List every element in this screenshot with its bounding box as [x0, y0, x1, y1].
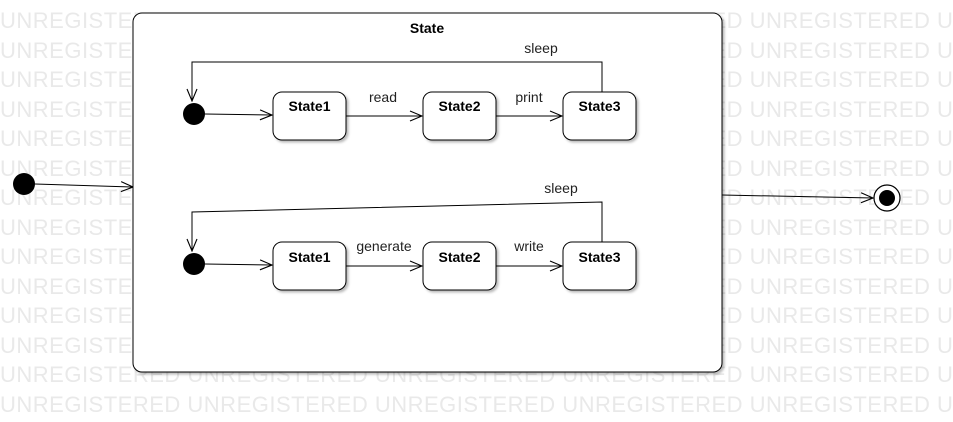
bottom-state1-label: State1 [288, 249, 330, 265]
transition-to-state[interactable] [34, 184, 133, 187]
bottom-state3[interactable] [562, 241, 637, 291]
bottom-transition-generate-label: generate [356, 238, 411, 254]
outer-initial-node[interactable] [13, 173, 35, 195]
top-state1-label: State1 [288, 98, 330, 114]
top-state3[interactable] [562, 91, 637, 141]
top-initial-node[interactable] [183, 103, 205, 125]
top-transition-initial[interactable] [204, 114, 272, 115]
top-transition-sleep[interactable] [192, 61, 603, 101]
final-state-core [879, 190, 895, 206]
top-transition-sleep-label: sleep [524, 40, 558, 56]
bottom-transition-sleep[interactable] [192, 201, 603, 251]
top-state3-label: State3 [578, 98, 620, 114]
bottom-state2-label: State2 [438, 249, 480, 265]
bottom-initial-node[interactable] [183, 253, 205, 275]
bottom-transition-write-label: write [513, 238, 544, 254]
composite-state[interactable] [132, 12, 723, 373]
composite-state-title: State [410, 20, 444, 36]
transition-to-final[interactable] [721, 195, 873, 198]
bottom-transition-sleep-label: sleep [544, 180, 578, 196]
top-transition-print-label: print [515, 89, 542, 105]
top-transition-read-label: read [369, 89, 397, 105]
bottom-transition-initial[interactable] [204, 264, 272, 265]
bottom-state3-label: State3 [578, 249, 620, 265]
top-state2-label: State2 [438, 98, 480, 114]
